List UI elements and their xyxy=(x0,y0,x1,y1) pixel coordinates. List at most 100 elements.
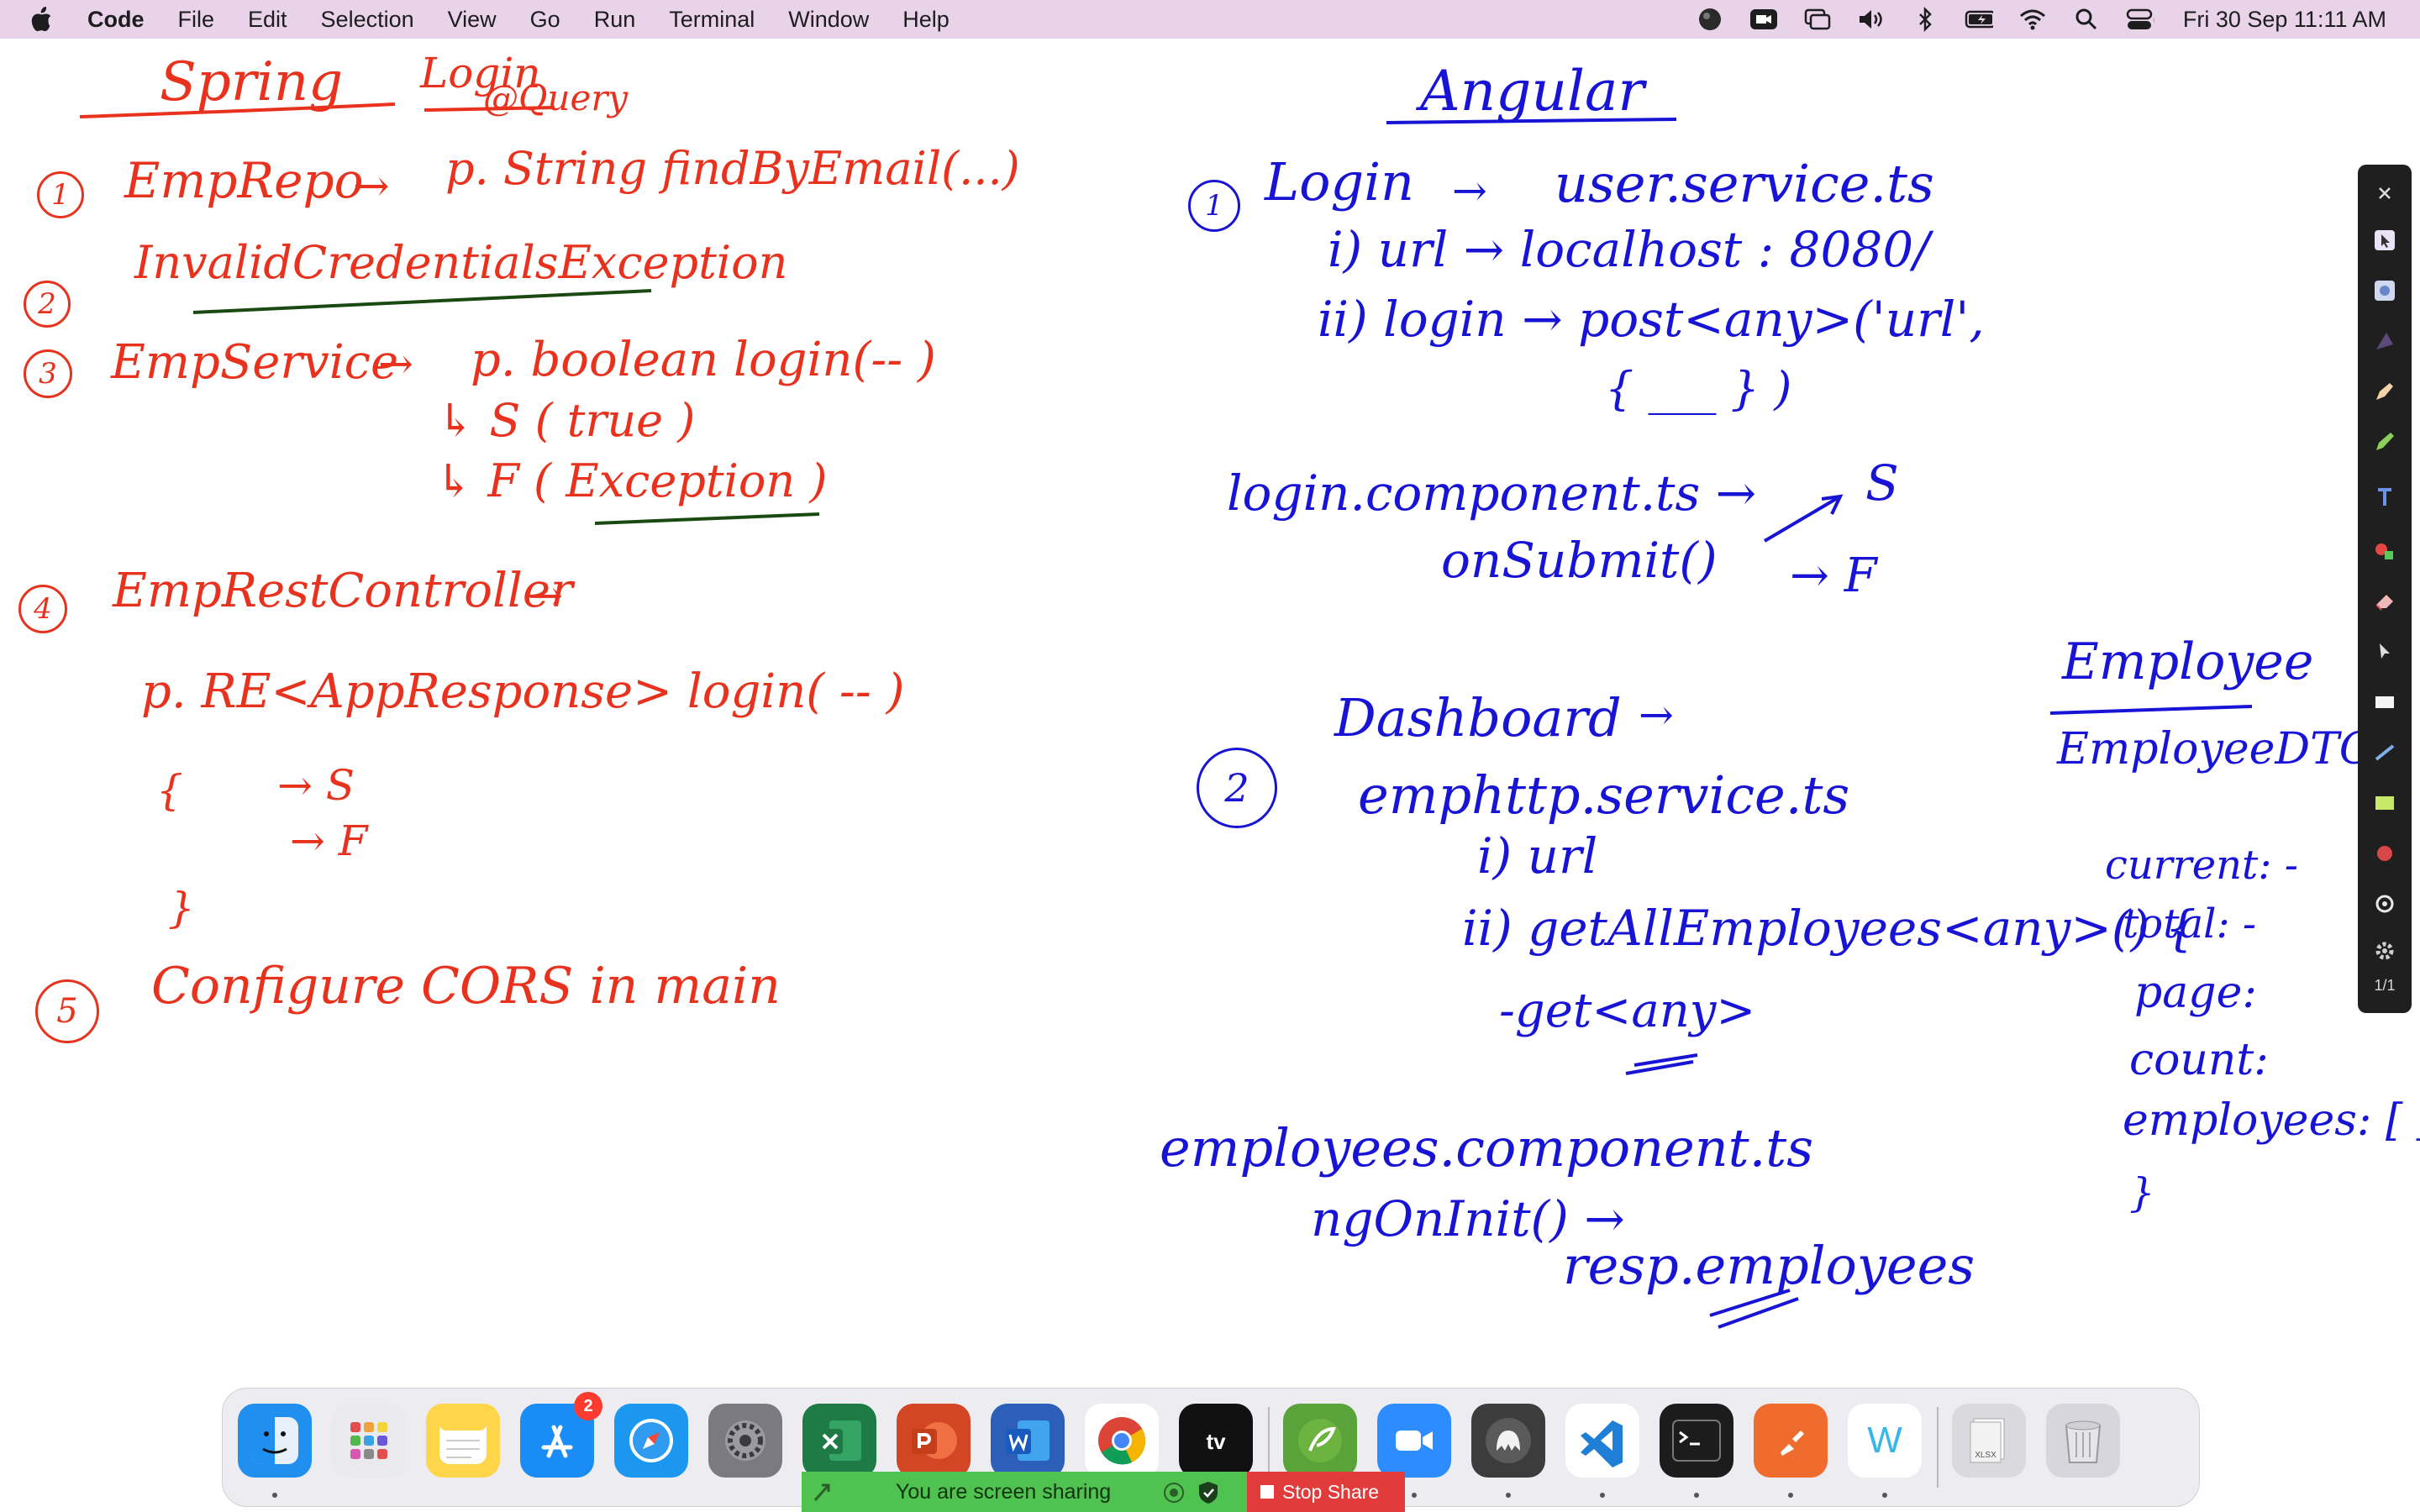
spring-step-4-failure: → F xyxy=(290,816,368,865)
chrome-icon[interactable] xyxy=(1085,1404,1159,1478)
angular-step-2-arrow: → xyxy=(1639,690,1674,739)
resp-employees-underline xyxy=(1709,1289,1799,1329)
stop-share-label: Stop Share xyxy=(1282,1480,1380,1503)
display-mirroring-icon[interactable] xyxy=(1803,7,1832,32)
color-icon[interactable] xyxy=(2368,534,2402,568)
spring-step-1-number: 1 xyxy=(37,171,84,218)
downloads-stack-icon[interactable]: XLSX xyxy=(1952,1404,2026,1478)
rectangle-icon[interactable] xyxy=(2368,685,2402,719)
menu-selection[interactable]: Selection xyxy=(320,6,414,32)
powerpoint-icon[interactable] xyxy=(897,1404,971,1478)
terminal-icon[interactable] xyxy=(1660,1404,1733,1478)
menu-help[interactable]: Help xyxy=(902,6,950,32)
spring-step-4-left: EmpRestController xyxy=(113,564,573,618)
eraser-icon[interactable] xyxy=(2368,585,2402,618)
text-icon[interactable] xyxy=(2368,480,2402,514)
menu-go[interactable]: Go xyxy=(529,6,560,32)
mysql-workbench-icon[interactable] xyxy=(1471,1404,1545,1478)
spring-query-annotation: @Query xyxy=(483,77,629,118)
app-store-icon[interactable] xyxy=(520,1404,594,1478)
running-indicator xyxy=(1600,1493,1605,1498)
stop-share-button[interactable]: Stop Share xyxy=(1247,1472,1405,1512)
launchpad-icon[interactable] xyxy=(332,1404,406,1478)
finder-icon[interactable] xyxy=(238,1404,312,1478)
wifi-icon[interactable] xyxy=(2018,7,2047,32)
dto-name: EmployeeDTO xyxy=(2057,724,2375,774)
postman-icon[interactable] xyxy=(1754,1404,1828,1478)
pen-icon[interactable] xyxy=(2368,425,2402,459)
angular-step-1-right: user.service.ts xyxy=(1555,153,1934,214)
menu-app-name[interactable]: Code xyxy=(87,6,145,32)
notes-icon[interactable] xyxy=(426,1404,500,1478)
menu-view[interactable]: View xyxy=(447,6,497,32)
battery-icon[interactable] xyxy=(1965,7,1993,32)
share-status-icon[interactable] xyxy=(1163,1482,1185,1504)
dock-separator xyxy=(1937,1407,1939,1488)
component-arrow xyxy=(1763,494,1844,543)
spring-step-4-brace-close: } xyxy=(168,884,195,932)
security-shield-icon[interactable] xyxy=(1197,1480,1220,1505)
get-any-underline xyxy=(1625,1053,1698,1075)
angular-title-underline xyxy=(1386,118,1677,124)
dock-separator xyxy=(1268,1407,1270,1488)
undo-icon[interactable] xyxy=(2368,887,2402,921)
privacy-indicator-icon[interactable] xyxy=(1696,7,1724,32)
login-component-onsubmit: onSubmit() xyxy=(1441,532,1718,589)
spotlight-search-icon[interactable] xyxy=(2072,7,2101,32)
trash-icon[interactable] xyxy=(2046,1404,2120,1478)
login-underline xyxy=(424,106,555,112)
dto-field-total: total: - xyxy=(2123,900,2257,948)
spring-step-1-arrow: → xyxy=(353,161,390,212)
safari-icon[interactable] xyxy=(614,1404,688,1478)
screen-record-icon[interactable] xyxy=(1749,7,1778,32)
line-icon[interactable] xyxy=(2368,736,2402,769)
whiteboard-canvas[interactable]: Spring Login @Query 1 EmpRepo → p. Strin… xyxy=(0,39,2420,1512)
word-icon[interactable] xyxy=(991,1404,1065,1478)
menu-edit[interactable]: Edit xyxy=(248,6,287,32)
exception-underline xyxy=(192,289,652,314)
toolbar-close-icon[interactable] xyxy=(2368,176,2402,210)
svg-text:XLSX: XLSX xyxy=(1975,1451,1996,1460)
bluetooth-icon[interactable] xyxy=(1911,7,1939,32)
spring-step-4-success: → S xyxy=(277,761,355,810)
login-component-failure: → F xyxy=(1790,549,1877,603)
employee-underline xyxy=(2049,705,2253,715)
excel-icon[interactable] xyxy=(802,1404,876,1478)
menu-file[interactable]: File xyxy=(177,6,215,32)
dto-field-count: count: xyxy=(2129,1035,2269,1085)
cursor-icon[interactable] xyxy=(2368,635,2402,669)
fill-icon[interactable] xyxy=(2368,786,2402,820)
spring-step-3-false: ↳ F ( Exception ) xyxy=(435,454,828,507)
share-drag-icon[interactable] xyxy=(812,1478,840,1505)
spring-step-2-number: 2 xyxy=(24,281,71,328)
settings-icon[interactable] xyxy=(708,1404,782,1478)
annotation-toolbar: 1/1 xyxy=(2358,165,2412,1013)
vscode-icon[interactable] xyxy=(1565,1404,1639,1478)
angular-step-2-sub2: ii) getAllEmployees<any>() { xyxy=(1462,900,2196,957)
pointer-icon[interactable] xyxy=(2368,223,2402,257)
spring-icon[interactable] xyxy=(1283,1404,1357,1478)
zoom-icon[interactable] xyxy=(1377,1404,1451,1478)
control-center-icon[interactable] xyxy=(2126,7,2154,32)
spring-step-4-number: 4 xyxy=(18,585,67,633)
spring-step-3-number: 3 xyxy=(24,349,72,398)
settings-icon[interactable] xyxy=(2368,934,2402,968)
shape-icon[interactable] xyxy=(2368,324,2402,358)
menu-window[interactable]: Window xyxy=(788,6,870,32)
angular-step-2-left: Dashboard xyxy=(1334,687,1622,748)
menu-clock[interactable]: Fri 30 Sep 11:11 AM xyxy=(2182,6,2386,32)
volume-icon[interactable] xyxy=(1857,7,1886,32)
employees-component-resp: resp.employees xyxy=(1563,1235,1975,1296)
apple-tv-icon[interactable]: tv xyxy=(1179,1404,1253,1478)
whiteboard-app-icon[interactable]: W xyxy=(1848,1404,1922,1478)
spotlight-icon[interactable] xyxy=(2368,274,2402,307)
menu-terminal[interactable]: Terminal xyxy=(669,6,755,32)
highlighter-icon[interactable] xyxy=(2368,375,2402,408)
record-icon[interactable] xyxy=(2368,837,2402,870)
spring-step-3-true: ↳ S ( true ) xyxy=(437,394,696,447)
spring-step-4-brace-open: { xyxy=(156,766,183,815)
login-component-line: login.component.ts → xyxy=(1227,465,1757,522)
spring-step-5-text: Configure CORS in main xyxy=(151,957,781,1016)
menu-run[interactable]: Run xyxy=(593,6,636,32)
apple-logo-icon[interactable] xyxy=(30,7,54,32)
